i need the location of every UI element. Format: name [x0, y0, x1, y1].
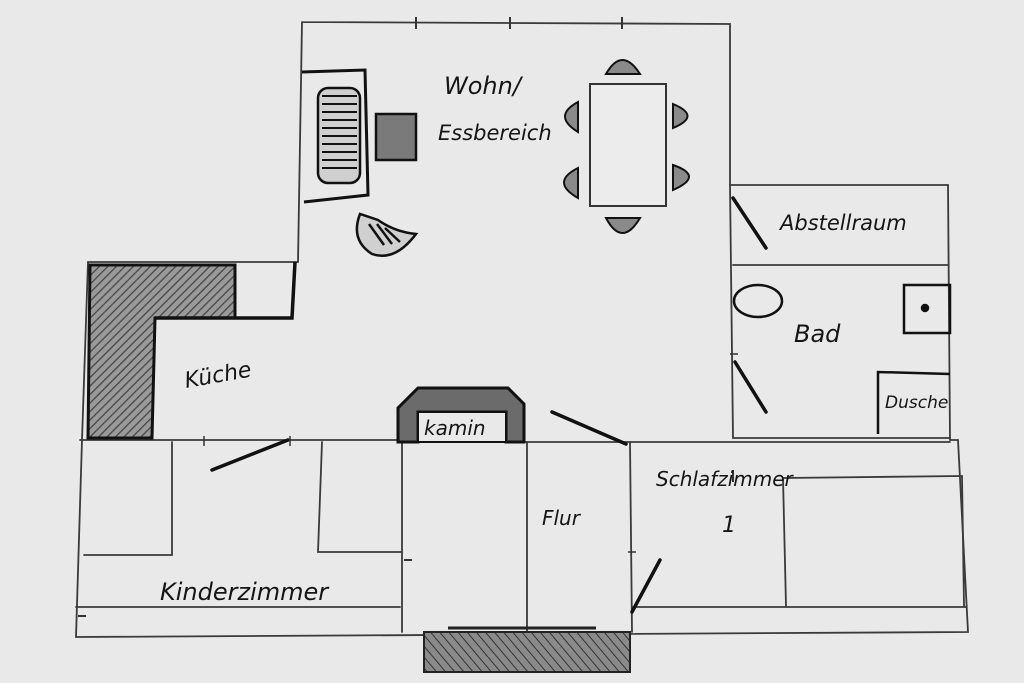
outer-walls — [75, 21, 969, 638]
label-bad: Bad — [794, 320, 841, 348]
bathroom-fixtures — [732, 283, 952, 434]
door-hinges — [203, 353, 738, 553]
fireplace — [396, 386, 526, 444]
label-kueche: Küche — [183, 358, 254, 394]
label-kamin: kamin — [424, 416, 486, 440]
sofa — [301, 68, 370, 204]
label-dusche: Dusche — [885, 393, 948, 413]
bathtub — [732, 283, 784, 319]
toilet — [902, 283, 952, 335]
shower — [876, 370, 951, 434]
dining-table — [589, 83, 667, 207]
entrance-mat — [423, 626, 631, 673]
armchair — [355, 212, 419, 257]
wall-ticks — [78, 17, 734, 617]
label-flur: Flur — [542, 506, 582, 530]
label-schlaf-line1: Schlafzimmer — [656, 467, 795, 491]
label-wohn-line1: Wohn/ — [444, 72, 524, 100]
label-abstellraum: Abstellraum — [778, 211, 907, 235]
doors — [210, 196, 768, 614]
label-kinderzimmer: Kinderzimmer — [160, 578, 330, 606]
label-wohn-line2: Essbereich — [438, 121, 552, 145]
label-schlaf-line2: 1 — [722, 513, 736, 538]
coffee-table — [374, 112, 418, 162]
dining-chairs — [563, 59, 690, 234]
kitchen-counter — [86, 261, 297, 440]
